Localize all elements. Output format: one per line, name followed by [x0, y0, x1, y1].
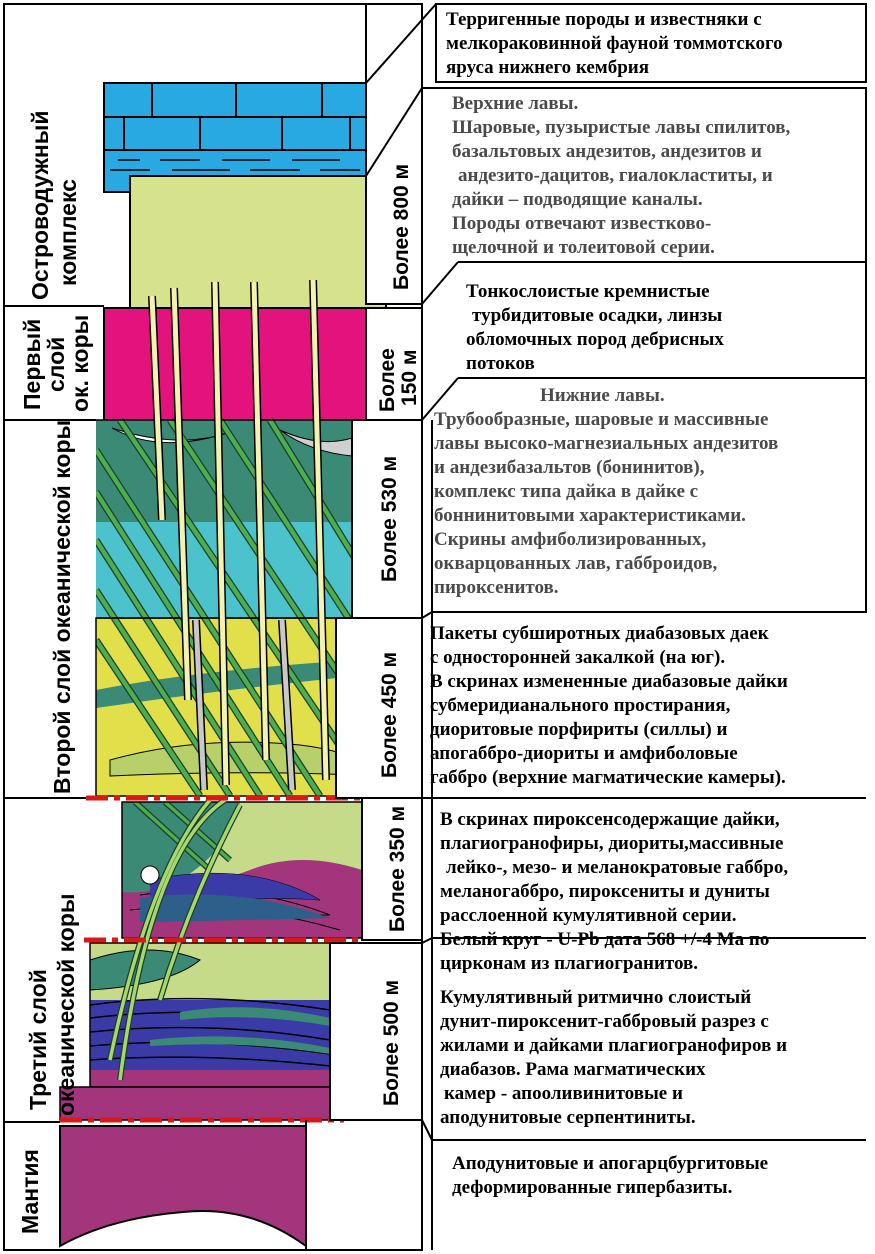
unit-label-layer2: Второй слой океанической коры	[49, 420, 75, 794]
description-line: плагиогранофиры, диориты,массивные	[440, 833, 784, 854]
description-line: Аподунитовые и апогарцбургитовые	[452, 1153, 769, 1174]
description-line: дунит-пироксенит-габбровый разрез с	[440, 1011, 769, 1032]
unit-label-mantle: Мантия	[17, 1149, 43, 1234]
description-turbidites: Тонкослоистые кремнистые турбидитовые ос…	[466, 280, 724, 376]
description-line: габбро (верхние магматические камеры).	[430, 767, 786, 788]
description-line: потоков	[466, 353, 535, 374]
curved-dikes	[107, 797, 243, 1081]
feeder-dikes	[148, 280, 330, 791]
unit-label-layer3-2: океанической коры	[53, 893, 79, 1116]
description-line: щелочной и толеитовой серии.	[452, 237, 715, 258]
leader-lines	[365, 3, 459, 1141]
unit-labels: Островодужный комплекс Первый слой ок. к…	[17, 110, 93, 1234]
description-line: камер - апооливинитовые и	[444, 1083, 683, 1104]
thickness-label-150-1: Более	[376, 348, 399, 412]
thickness-label-500: Более 500 м	[380, 980, 403, 1106]
description-line: диоритовые порфириты (силлы) и	[430, 719, 728, 740]
description-line: аподунитовые серпентиниты.	[440, 1107, 696, 1128]
description-line: комплекс типа дайка в дайке с	[434, 481, 699, 502]
description-line: андезито-дацитов, гиалокластиты, и	[458, 165, 773, 186]
description-line: Верхние лавы.	[452, 93, 579, 114]
unit-label-ostrovodujny-1: Островодужный	[27, 110, 53, 300]
chert-block	[103, 307, 367, 421]
description-line: лейко-, мезо- и меланократовые габбро,	[446, 857, 789, 878]
description-line: Нижние лавы.	[540, 385, 665, 406]
description-pyroxene: В скринах пироксенсодержащие дайки, плаг…	[440, 808, 788, 976]
description-line: субмеридианального простирания,	[430, 695, 731, 716]
thickness-labels: Более 800 м Более 150 м Более 530 м Боле…	[376, 164, 421, 1106]
description-line: В скринах пироксенсодержащие дайки,	[440, 809, 780, 830]
description-line: обломочных пород дебрисных	[466, 329, 724, 350]
unit-label-layer3-1: Третий слой	[25, 969, 51, 1110]
cumulate-block	[59, 942, 331, 1121]
description-frames	[422, 3, 867, 1250]
thickness-label-350: Более 350 м	[386, 806, 409, 932]
description-line: диабазов. Рама магматических	[440, 1059, 706, 1080]
pyroxene-block	[121, 801, 363, 939]
description-line: В скринах измененные диабазовые дайки	[430, 671, 788, 692]
description-line: Шаровые, пузыристые лавы спилитов,	[452, 117, 791, 138]
description-mantle: Аподунитовые и апогарцбургитовые деформи…	[452, 1152, 768, 1200]
description-line: меланогаббро, пироксениты и дуниты	[440, 881, 770, 902]
description-line: Тонкослоистые кремнистые	[466, 281, 710, 302]
description-line: Пакеты субширотных диабазовых даек	[430, 623, 769, 644]
unit-label-layer1-1: Первый	[19, 319, 45, 410]
lower-lavas-block	[95, 418, 357, 797]
unit-label-layer1-3: ок. коры	[67, 315, 93, 412]
thickness-boxes	[329, 3, 423, 1121]
description-line: дайки – подводящие каналы.	[452, 189, 703, 210]
description-line: Терригенные породы и известняки с	[446, 9, 762, 30]
description-line: Породы отвечают известково-	[452, 213, 712, 234]
unit-label-layer1-2: слой	[43, 337, 69, 392]
description-line: Скрины амфиболизированных,	[434, 529, 707, 550]
thickness-label-800: Более 800 м	[390, 164, 413, 290]
description-line: расслоенной кумулятивной серии.	[440, 905, 737, 926]
description-line: Кумулятивный ритмично слоистый	[440, 987, 752, 1008]
description-line: апогаббро-диориты и амфиболовые	[430, 743, 738, 764]
description-upper-lavas: Верхние лавы. Шаровые, пузыристые лавы с…	[452, 92, 790, 260]
description-cambrian: Терригенные породы и известняки с мелкор…	[446, 8, 783, 80]
description-line: лавы высоко-магнезиальных андезитов	[434, 433, 779, 454]
unit-label-ostrovodujny-2: комплекс	[55, 179, 81, 286]
description-line: боннинитовыми характеристиками.	[434, 505, 746, 526]
boundary-lines	[60, 795, 372, 1123]
description-line: мелкораковинной фауной томмотского	[446, 33, 783, 54]
limestone-block	[103, 82, 367, 193]
description-line: пироксенитов.	[434, 577, 559, 598]
description-line: цирконам из плагиогранитов.	[440, 953, 699, 974]
description-line: базальтовых андезитов, андезитов и	[452, 141, 762, 162]
description-dikes: Пакеты субширотных диабазовых даек с одн…	[430, 622, 788, 790]
description-line: Трубообразные, шаровые и массивные	[434, 409, 769, 430]
description-line: деформированные гипербазиты.	[452, 1177, 733, 1198]
description-line: окварцованных лав, габброидов,	[434, 553, 718, 574]
description-lower-lavas: Нижние лавы. Трубообразные, шаровые и ма…	[434, 384, 778, 600]
thickness-label-530: Более 530 м	[378, 456, 401, 582]
description-cumulate: Кумулятивный ритмично слоистый дунит-пир…	[440, 986, 787, 1130]
mantle-block	[59, 1125, 307, 1248]
description-line: и андезибазальтов (бонинитов),	[434, 457, 705, 478]
description-line: яруса нижнего кембрия	[446, 57, 650, 78]
description-line: турбидитовые осадки, линзы	[472, 305, 723, 326]
description-line: жилами и дайками плагиогранофиров и	[440, 1035, 788, 1056]
description-line: с односторонней закалкой (на юг).	[430, 647, 726, 668]
thickness-label-150-2: 150 м	[398, 350, 421, 406]
thickness-label-450: Более 450 м	[378, 652, 401, 778]
description-line: Белый круг - U-Pb дата 568 +/-4 Ма по	[440, 929, 770, 950]
